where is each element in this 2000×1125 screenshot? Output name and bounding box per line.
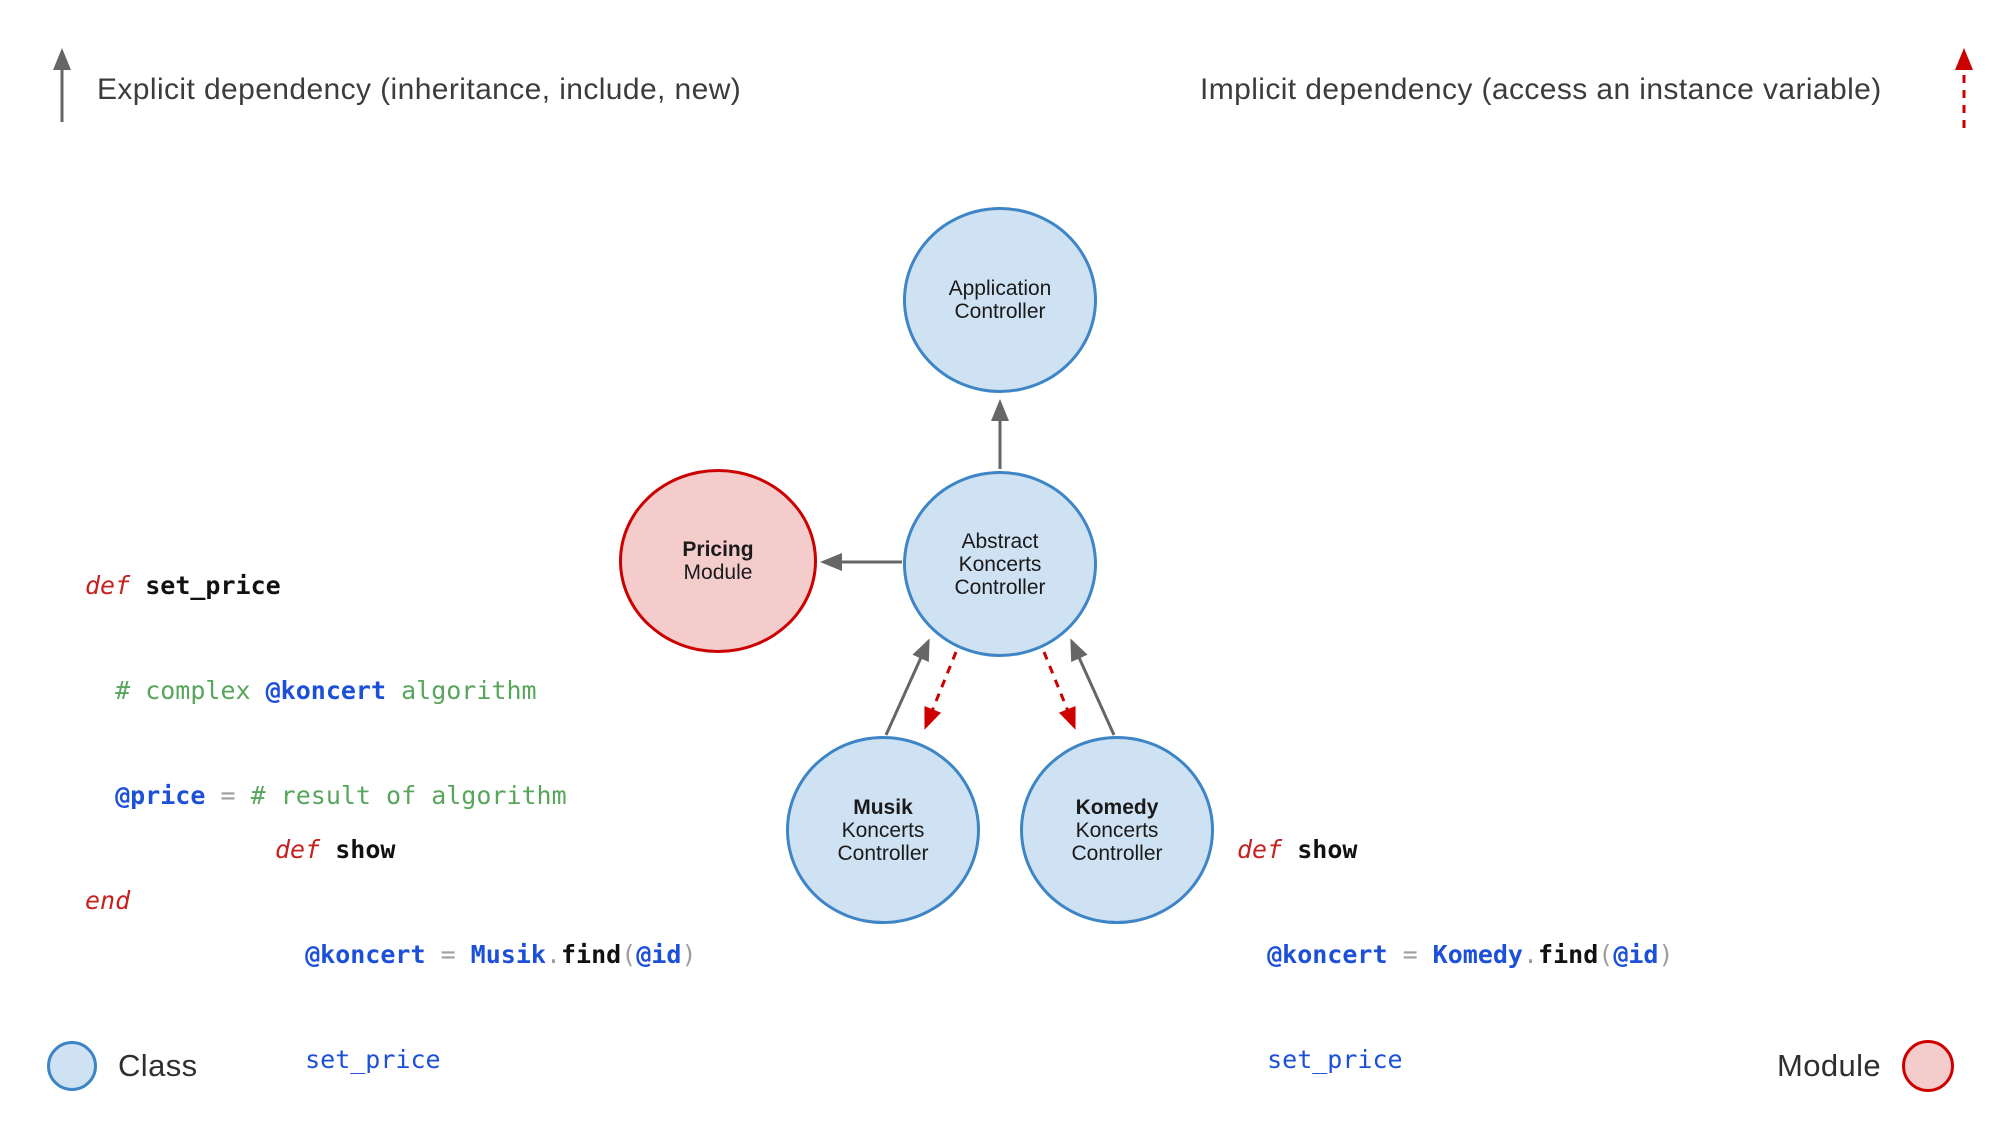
code-line: def show — [1237, 832, 1674, 867]
code-token: algorithm — [386, 676, 537, 705]
class-legend-label: Class — [118, 1048, 198, 1083]
node-komedy-koncerts-controller: Komedy Koncerts Controller — [1020, 736, 1214, 924]
node-label-line: Komedy — [1075, 795, 1159, 819]
code-token: def — [1237, 835, 1298, 864]
code-token: @id — [1613, 940, 1659, 969]
node-label-line: Controller — [954, 300, 1046, 323]
code-token: . — [1522, 940, 1539, 969]
code-block-show-musik: def show @koncert = Musik.find(@id) set_… — [275, 762, 697, 1125]
code-token: def — [275, 835, 336, 864]
code-token: Komedy — [1432, 940, 1523, 969]
node-label-line: Module — [683, 561, 753, 584]
node-label-line: Musik — [853, 795, 913, 819]
code-line: def set_price — [85, 568, 567, 603]
code-token: = — [1387, 940, 1433, 969]
code-token: show — [335, 835, 396, 864]
code-token: set_price — [145, 571, 281, 600]
code-token: set_price — [1237, 1045, 1403, 1074]
node-label-line: Abstract — [961, 529, 1039, 553]
node-application-controller: Application Controller — [903, 207, 1097, 393]
code-token: ) — [1658, 940, 1674, 969]
code-line: set_price — [275, 1042, 697, 1077]
node-label-line: Koncerts — [841, 818, 925, 842]
code-token: @koncert — [1237, 940, 1388, 969]
code-token: @id — [636, 940, 682, 969]
code-line: # complex @koncert algorithm — [85, 673, 567, 708]
node-abstract-koncerts-controller: Abstract Koncerts Controller — [903, 471, 1097, 657]
code-token: # complex — [85, 676, 266, 705]
arrow-musik-to-abstract — [884, 638, 930, 736]
implicit-dependency-label: Implicit dependency (access an instance … — [1200, 73, 1882, 106]
code-token: Musik — [470, 940, 546, 969]
code-block-set-price: def set_price # complex @koncert algorit… — [85, 498, 567, 988]
code-token: # result of algorithm — [250, 781, 567, 810]
explicit-dependency-label: Explicit dependency (inheritance, includ… — [97, 73, 742, 106]
code-line: @koncert = Musik.find(@id) — [275, 937, 697, 972]
node-pricing-module: Pricing Module — [619, 469, 817, 653]
node-label-line: Application — [948, 277, 1052, 300]
node-label-line: Controller — [954, 575, 1046, 599]
code-token: find — [561, 940, 622, 969]
node-label-line: Controller — [1071, 841, 1163, 865]
arrow-abstract-to-musik-implicit — [924, 651, 958, 730]
code-token: ( — [621, 940, 637, 969]
code-line: def show — [275, 832, 697, 867]
code-token: show — [1297, 835, 1358, 864]
code-token: set_price — [275, 1045, 441, 1074]
arrow-komedy-to-abstract — [1070, 638, 1116, 736]
code-token: = — [425, 940, 471, 969]
code-line: @koncert = Komedy.find(@id) — [1237, 937, 1674, 972]
code-token: ( — [1598, 940, 1614, 969]
module-legend-label: Module — [1777, 1048, 1882, 1083]
code-token: @koncert — [265, 676, 387, 705]
node-label-line: Koncerts — [1075, 818, 1159, 842]
module-legend-icon — [1902, 1040, 1954, 1092]
code-token: = — [205, 781, 251, 810]
code-line: set_price — [1237, 1042, 1674, 1077]
node-label-line: Controller — [837, 841, 929, 865]
node-musik-koncerts-controller: Musik Koncerts Controller — [786, 736, 980, 924]
code-token: @price — [85, 781, 206, 810]
node-label-line: Pricing — [682, 538, 754, 561]
code-line: end — [85, 883, 567, 918]
code-token: find — [1538, 940, 1599, 969]
arrow-abstract-to-komedy-implicit — [1042, 651, 1076, 730]
node-label-line: Koncerts — [958, 552, 1042, 576]
class-legend-icon — [47, 1041, 97, 1091]
code-token: end — [85, 886, 131, 915]
code-token: . — [545, 940, 561, 969]
code-line: @price = # result of algorithm — [85, 778, 567, 813]
code-token: @koncert — [275, 940, 426, 969]
code-token: ) — [681, 940, 697, 969]
code-token: def — [85, 571, 146, 600]
code-block-show-komedy: def show @koncert = Komedy.find(@id) set… — [1237, 762, 1674, 1125]
